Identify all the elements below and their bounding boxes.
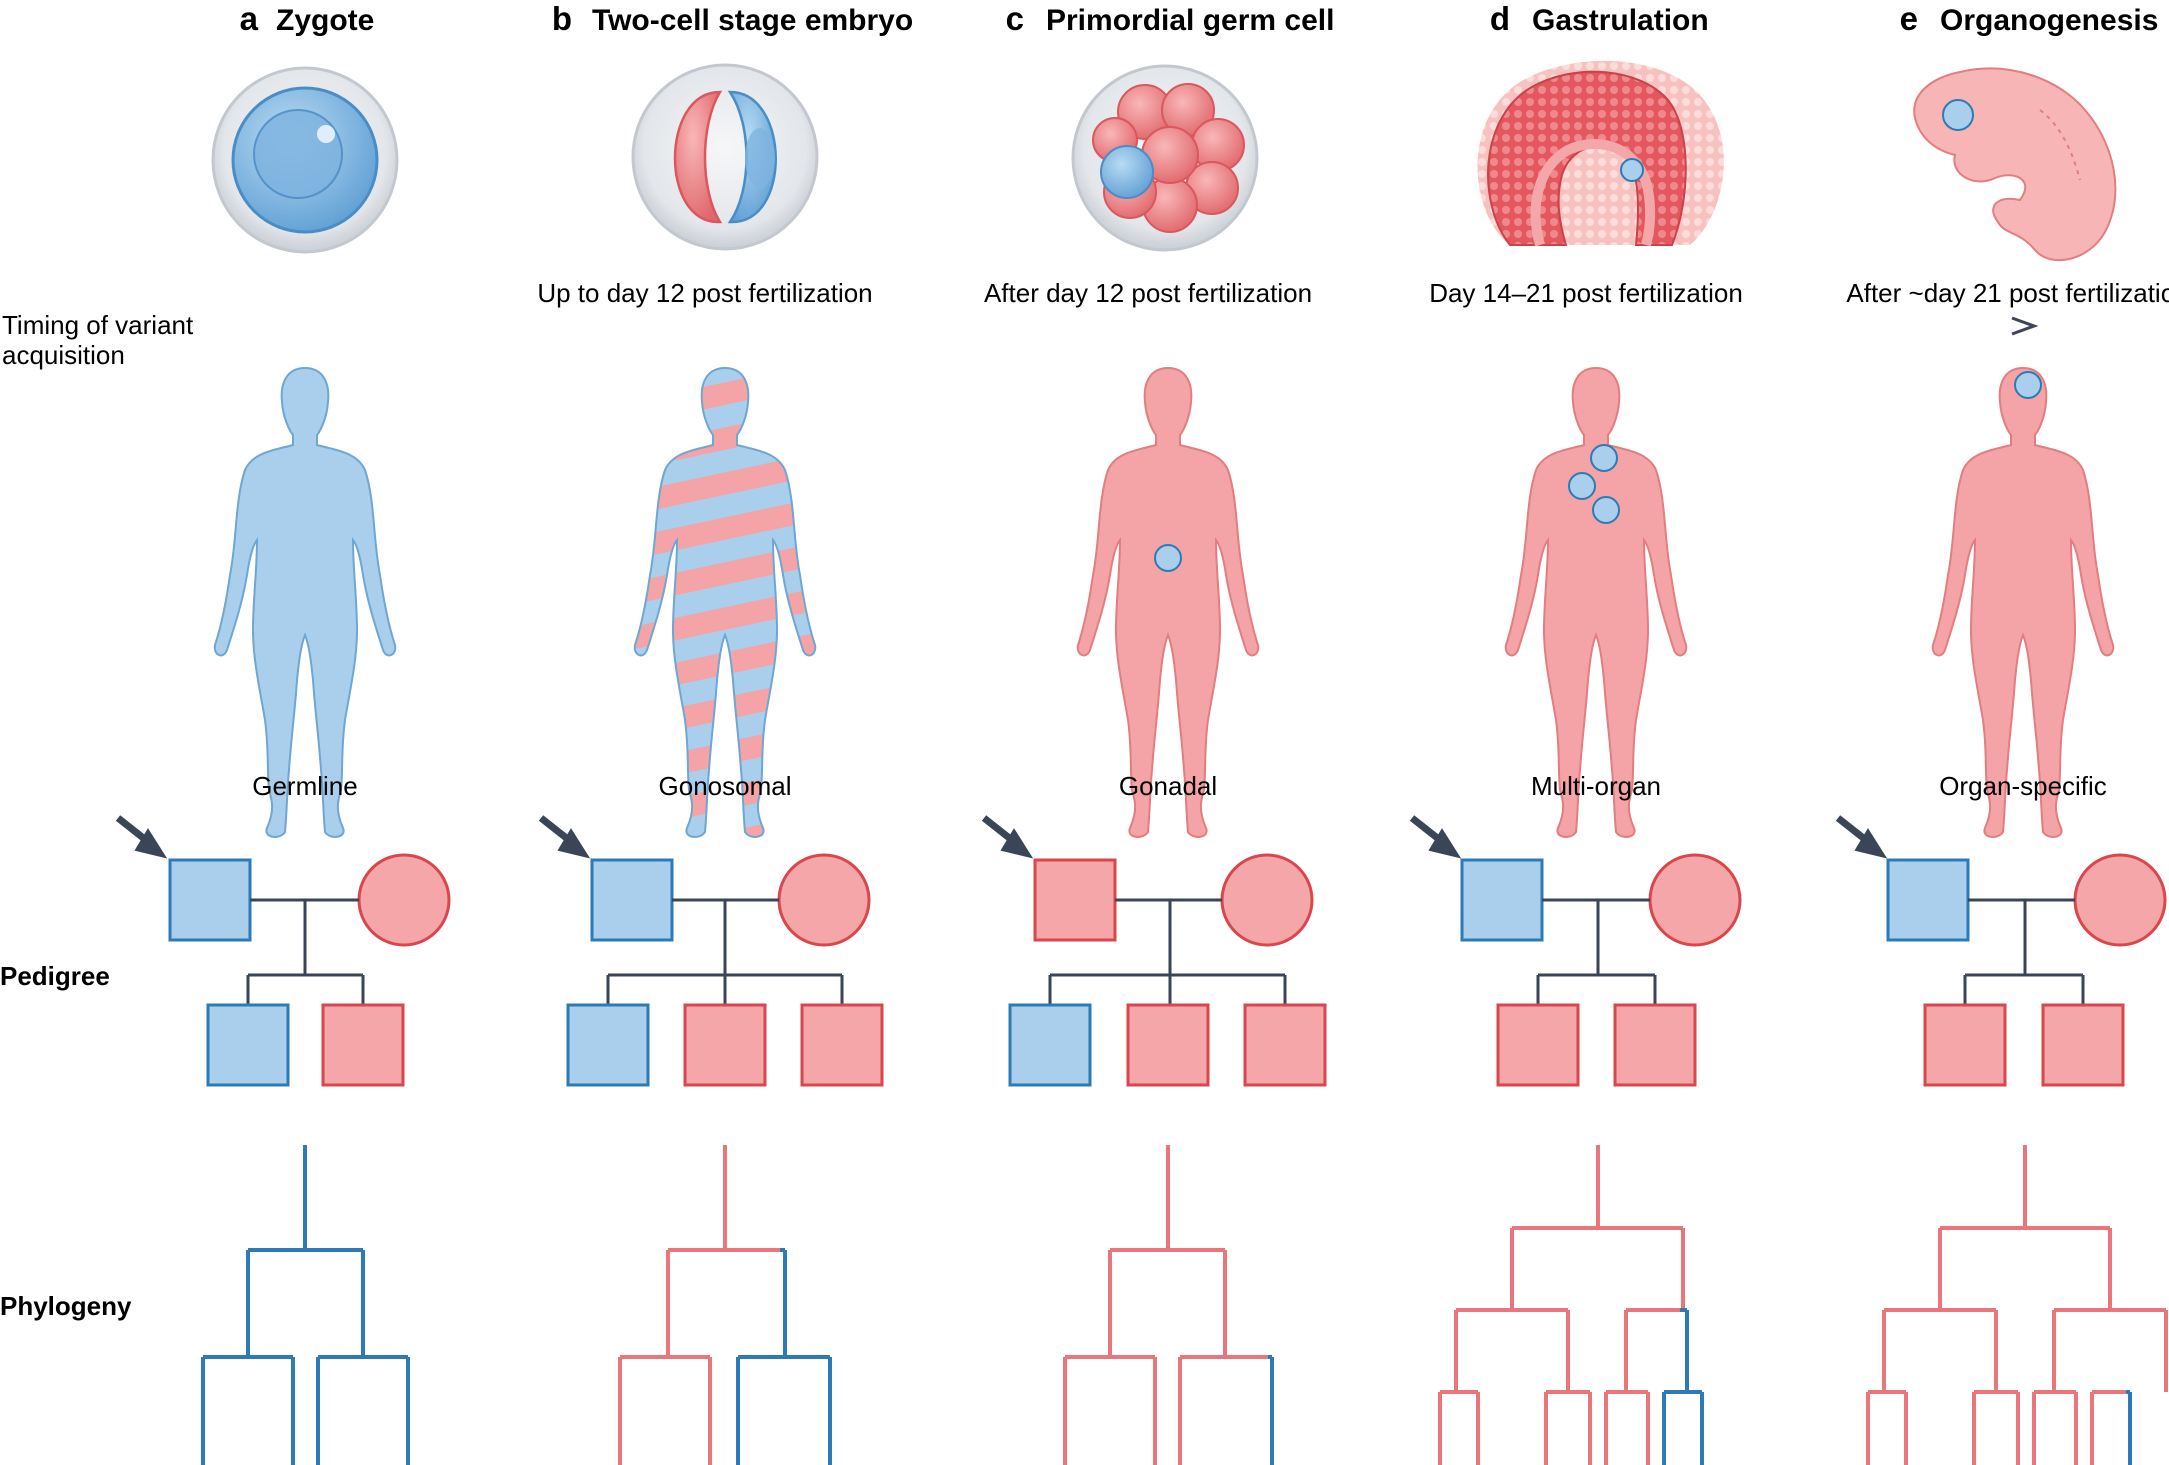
mosaic-patch <box>1592 496 1620 524</box>
mosaic-type-label: Gonadal <box>1119 771 1217 801</box>
pedigree-female <box>1648 853 1742 947</box>
pedigree-e <box>1835 815 2167 1087</box>
header-c: c Primordial germ cell <box>1006 0 1335 37</box>
timing-caption: Day 14–21 post fertilization <box>1429 278 1743 308</box>
column-title: Two-cell stage embryo <box>592 4 913 37</box>
two-cell-embryo-icon <box>631 63 819 251</box>
timeline-arrowhead-icon <box>2011 316 2039 336</box>
pedigree-female <box>1220 853 1314 947</box>
timing-caption: After day 12 post fertilization <box>984 278 1312 308</box>
fetus-icon <box>1913 67 2117 262</box>
phylogeny-b <box>618 1145 832 1465</box>
phylogenies <box>201 1145 2168 1465</box>
pedigree-child <box>683 1003 767 1087</box>
mosaic-patch <box>1568 472 1596 500</box>
pedigree-male <box>1886 858 1970 942</box>
pedigree-child <box>1496 1003 1580 1087</box>
header-d: d Gastrulation <box>1490 0 1709 37</box>
pedigree-child <box>566 1003 650 1087</box>
column-title: Primordial germ cell <box>1046 4 1334 37</box>
phylogeny-d <box>1438 1145 1704 1465</box>
body-figures <box>213 366 2115 838</box>
body-figure-germline <box>213 366 397 838</box>
timing-caption: Up to day 12 post fertilization <box>537 278 872 308</box>
pedigree-child <box>321 1003 405 1087</box>
mosaic-patch <box>2014 371 2042 399</box>
pedigree-male <box>168 858 252 942</box>
body-figure-multi-organ <box>1504 366 1688 838</box>
column-title: Organogenesis <box>1940 4 2158 37</box>
body-figure-organ-specific <box>1931 366 2115 838</box>
mosaic-patch <box>1154 544 1182 572</box>
body-figure-gonadal <box>1076 366 1260 838</box>
pedigree-female <box>357 853 451 947</box>
header-b: b Two-cell stage embryo <box>552 0 913 37</box>
pedigree-child <box>2041 1003 2125 1087</box>
timeline: Timing of variant acquisition <box>2 310 2039 370</box>
header-a: a Zygote <box>240 0 375 37</box>
pedigree-female <box>777 853 871 947</box>
timeline-label-line2: acquisition <box>2 340 125 370</box>
pedigree-female <box>2073 853 2167 947</box>
phylogeny-c <box>1063 1145 1274 1465</box>
pedigree-child <box>1126 1003 1210 1087</box>
pedigree-lines <box>1536 898 1657 1005</box>
pedigree-lines <box>1963 898 2085 1005</box>
row-label-pedigree: Pedigree <box>0 961 110 991</box>
column-letter: e <box>1900 0 1918 37</box>
pedigree-child <box>1923 1003 2007 1087</box>
column-title: Zygote <box>276 4 374 37</box>
pedigree-male <box>590 858 674 942</box>
header-e: e Organogenesis <box>1900 0 2159 37</box>
mosaic-type-captions: Germline Gonosomal Gonadal Multi-organ O… <box>252 771 2107 801</box>
pedigree-child <box>206 1003 290 1087</box>
timing-captions: Up to day 12 post fertilization After da… <box>537 278 2169 308</box>
pedigree-male <box>1460 858 1544 942</box>
mosaic-type-label: Germline <box>252 771 357 801</box>
mosaic-patch <box>1590 444 1618 472</box>
pedigree-lines <box>1048 898 1287 1005</box>
column-letter: c <box>1006 0 1024 37</box>
morula-icon <box>1071 64 1259 252</box>
pedigree-lines <box>606 898 844 1005</box>
phylogeny-a <box>201 1145 410 1465</box>
pedigree-b <box>538 815 884 1087</box>
pedigree-child <box>1243 1003 1327 1087</box>
pedigree-c <box>981 815 1327 1087</box>
row-label-phylogeny: Phylogeny <box>0 1291 132 1321</box>
column-letter: a <box>240 0 259 37</box>
pedigree-lines <box>246 898 365 1005</box>
phylogeny-e <box>1866 1145 2168 1465</box>
timeline-label-line1: Timing of variant <box>2 310 194 340</box>
pedigree-child <box>1613 1003 1697 1087</box>
zygote-icon <box>211 66 399 254</box>
mosaic-type-label: Organ-specific <box>1939 771 2107 801</box>
pedigree-child <box>1008 1003 1092 1087</box>
pedigrees <box>115 815 2167 1087</box>
timing-caption: After ~day 21 post fertilization <box>1846 278 2169 308</box>
pedigree-male <box>1033 858 1117 942</box>
column-letter: b <box>552 0 572 37</box>
pedigree-a <box>115 815 451 1087</box>
gastrula-icon <box>1477 60 1724 247</box>
body-figure-gonosomal <box>633 366 817 838</box>
mosaic-type-label: Multi-organ <box>1531 771 1661 801</box>
pedigree-d <box>1409 815 1742 1087</box>
column-letter: d <box>1490 0 1510 37</box>
column-title: Gastrulation <box>1532 4 1709 37</box>
mosaic-type-label: Gonosomal <box>659 771 792 801</box>
column-headers: a Zygote b Two-cell stage embryo c Primo… <box>240 0 2159 37</box>
pedigree-child <box>800 1003 884 1087</box>
